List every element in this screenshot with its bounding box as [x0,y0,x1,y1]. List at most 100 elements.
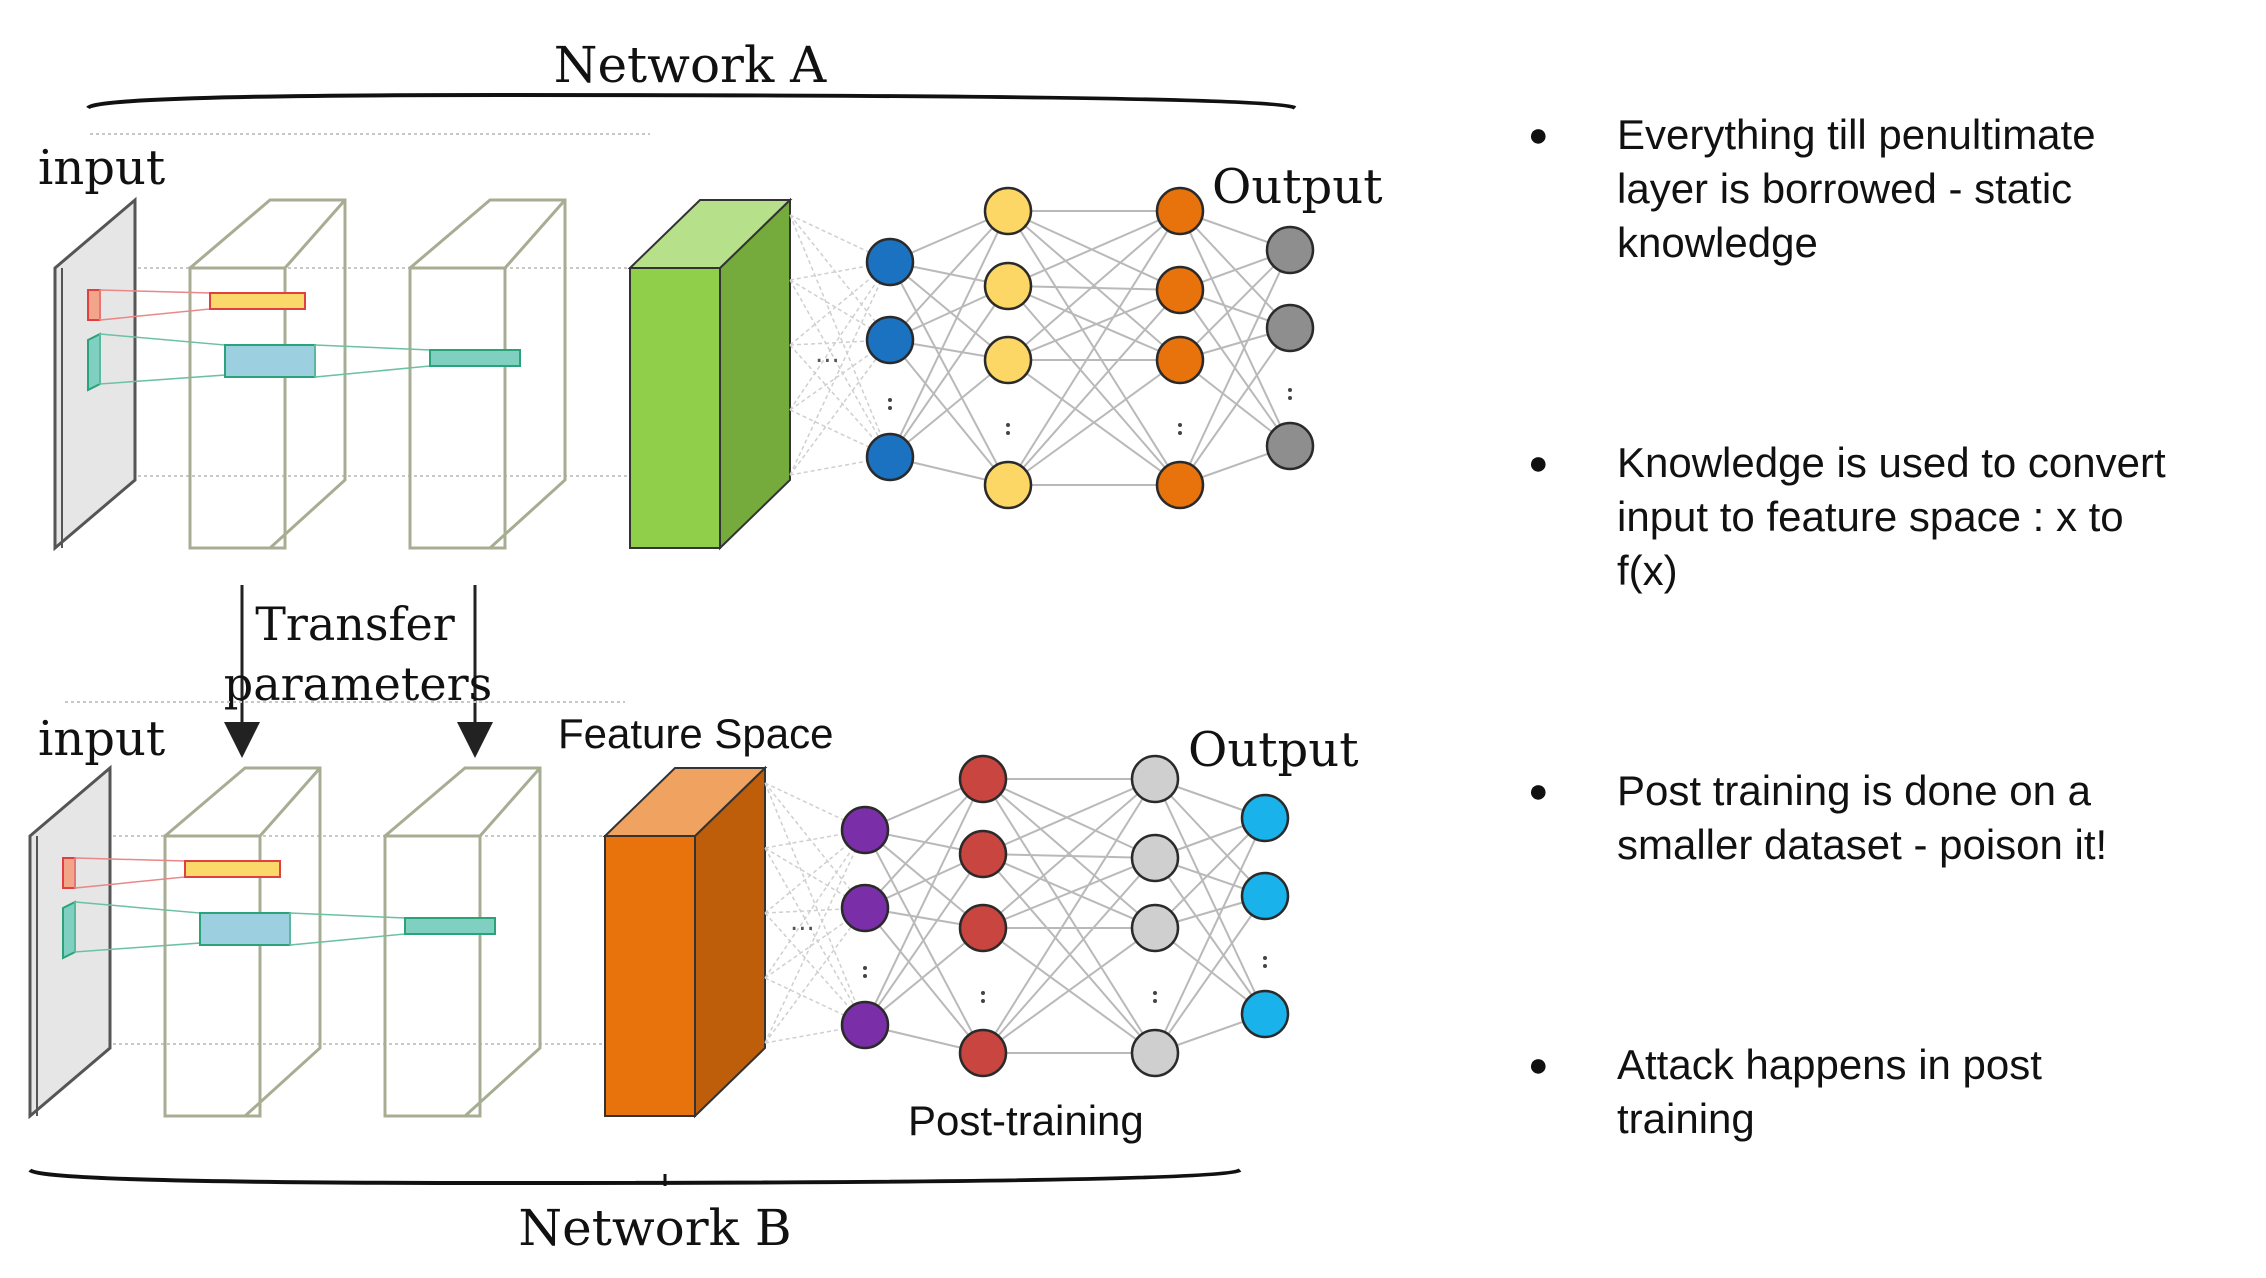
hidden-neuron [958,754,1008,804]
block-connection [764,782,866,1026]
neuron-connection [1007,289,1181,361]
neuron-connection [982,778,1156,859]
vertical-ellipsis-dot [1153,991,1157,995]
neuron-connection [982,857,1156,1054]
vertical-ellipsis-dot [1153,999,1157,1003]
bullet-4-line-2: training [1617,1095,1755,1142]
kernel-teal-map [199,912,291,946]
hidden-neuron [865,315,915,365]
output-neuron [1265,421,1315,471]
vertical-ellipsis-dot [981,991,985,995]
vertical-ellipsis-dot [1006,431,1010,435]
neuron-connection [982,853,1156,859]
bullet-4-line-1: Attack happens in post [1617,1041,2042,1088]
vertical-ellipsis-dot [888,406,892,410]
hidden-neuron [958,1028,1008,1078]
block-connection [764,847,866,1026]
bullet-2-line-1: Knowledge is used to convert [1617,439,2166,486]
output-label-b: Output [1188,722,1358,778]
bullet-1-line-3: knowledge [1617,219,1818,266]
neuron-connection [864,829,984,1054]
hidden-neuron [865,237,915,287]
feature-space-label: Feature Space [558,710,834,757]
network-b: ... [28,701,1290,1120]
neuron-connection [889,285,1009,458]
neuron-connection [1007,285,1181,361]
neuron-connection [1154,817,1266,1054]
output-label-a: Output [1212,159,1382,215]
vertical-ellipsis-dot [1288,388,1292,392]
neuron-connection [864,927,984,1026]
block-connection [764,907,866,914]
conv-frame-edge [283,199,347,269]
neuron-connection [864,907,984,1054]
bullet-dot: ● [1528,1046,1549,1084]
post-training-label: Post-training [908,1097,1144,1144]
hidden-neuron [1130,1028,1180,1078]
neuron-connection [864,778,984,909]
kernel-teal-map-2 [404,917,496,935]
neuron-connection [1179,327,1291,486]
hidden-neuron [1155,265,1205,315]
conv-frame-outline [383,766,542,1118]
conv-frame-front [383,834,482,1118]
neuron-connection [982,857,1156,929]
neuron-connection [1007,210,1181,486]
conv-layer-frame [163,766,322,1118]
feature-block-front [604,835,696,1117]
network-a: ... [53,133,1315,552]
neuron-connection [982,778,1156,1054]
neuron-connection [982,853,1156,1054]
kernel-red-small [62,857,76,889]
hidden-neuron [1155,186,1205,236]
neuron-connection [889,261,1009,361]
output-neuron [1240,793,1290,843]
neuron-connection [889,339,1009,486]
conv-frame-front [408,266,507,550]
hidden-neuron [983,335,1033,385]
conv-layer-frame [188,198,347,550]
hidden-neuron [1130,903,1180,953]
ellipsis-mark: ... [815,339,840,369]
hidden-neuron [958,829,1008,879]
hidden-neuron [983,186,1033,236]
network-b-label: Network B [518,1199,791,1257]
input-label-b: input [38,711,165,767]
neuron-connection [864,829,984,929]
neuron-connection [1007,289,1181,486]
bullet-3-line-2: smaller dataset - poison it! [1617,821,2108,868]
neuron-connection [889,359,1009,458]
neuron-connection [1007,210,1181,287]
block-connection [789,261,891,411]
neuron-connection [982,927,1156,1054]
output-neuron [1265,225,1315,275]
kernel-red-small [87,289,101,321]
hidden-neuron [983,261,1033,311]
conv-frame-outline [408,198,567,550]
hidden-neuron [1155,460,1205,510]
hidden-neuron [1130,833,1180,883]
hidden-neuron [1155,335,1205,385]
kernel-teal-projection [289,912,406,946]
neuron-connection [864,778,984,1026]
hidden-neuron [840,1000,890,1050]
network-b-bracket [28,1168,1242,1186]
bullet-2-line-3: f(x) [1617,547,1678,594]
neuron-connection [889,210,1009,458]
vertical-ellipsis-dot [863,974,867,978]
kernel-teal-projection [314,344,431,378]
network-a-label: Network A [554,36,827,94]
network-a-bracket [86,92,1297,110]
block-connection [764,829,866,979]
vertical-ellipsis-dot [981,999,985,1003]
block-connection [789,279,891,458]
hidden-neuron [1130,754,1180,804]
hidden-neuron [958,903,1008,953]
kernel-teal-map [224,344,316,378]
block-connection [764,907,866,1044]
bullet-2-line-2: input to feature space : x to [1617,493,2124,540]
block-connection [764,829,866,1044]
block-connection [789,279,891,341]
neuron-connection [982,778,1156,929]
